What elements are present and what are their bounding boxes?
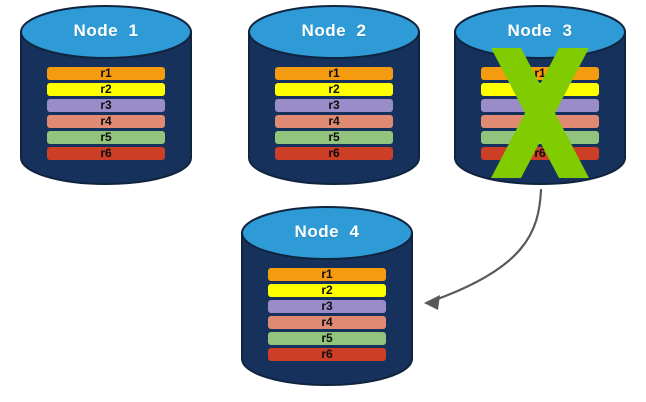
record-stripe[interactable]: r3	[268, 300, 386, 313]
node-3-title: Node 3	[507, 21, 573, 40]
node-2-title: Node 2	[301, 21, 367, 40]
recovery-arrow-head	[424, 295, 440, 310]
node-1[interactable]: Node 1 r1 r2 r3 r4 r5 r6	[20, 5, 192, 185]
record-stripe[interactable]: r6	[47, 147, 165, 160]
record-stripe[interactable]: r3	[47, 99, 165, 112]
node-1-record-list: r1 r2 r3 r4 r5 r6	[21, 67, 191, 163]
node-3[interactable]: Node 3r1r2r3r4r5r6	[454, 5, 626, 185]
record-stripe[interactable]: r4	[275, 115, 393, 128]
node-1-title: Node 1	[73, 21, 139, 40]
cylinder-top-disc	[241, 206, 413, 260]
record-stripe[interactable]: r4	[47, 115, 165, 128]
record-stripe[interactable]: r5	[268, 332, 386, 345]
record-stripe[interactable]: r6	[268, 348, 386, 361]
record-stripe[interactable]: r2	[268, 284, 386, 297]
record-stripe[interactable]: r1	[47, 67, 165, 80]
failure-x-mark	[491, 48, 589, 178]
record-stripe[interactable]: r1	[268, 268, 386, 281]
record-stripe[interactable]: r6	[275, 147, 393, 160]
record-stripe[interactable]: r2	[275, 83, 393, 96]
record-stripe[interactable]: r5	[47, 131, 165, 144]
node-4[interactable]: Node 4 r1 r2 r3 r4 r5 r6	[241, 206, 413, 386]
record-stripe[interactable]: r1	[275, 67, 393, 80]
record-stripe[interactable]: r2	[47, 83, 165, 96]
node-4-title: Node 4	[294, 222, 360, 241]
node-2[interactable]: Node 2 r1 r2 r3 r4 r5 r6	[248, 5, 420, 185]
node-2-record-list: r1 r2 r3 r4 r5 r6	[249, 67, 419, 163]
x-stroke-up	[491, 48, 589, 178]
cylinder-top-disc	[454, 5, 626, 59]
record-stripe[interactable]: r5	[275, 131, 393, 144]
record-stripe[interactable]: r4	[268, 316, 386, 329]
record-stripe[interactable]: r3	[275, 99, 393, 112]
node-4-record-list: r1 r2 r3 r4 r5 r6	[242, 268, 412, 364]
cylinder-top-disc	[248, 5, 420, 59]
cylinder-top-disc	[20, 5, 192, 59]
recovery-arrow-line	[430, 188, 543, 303]
